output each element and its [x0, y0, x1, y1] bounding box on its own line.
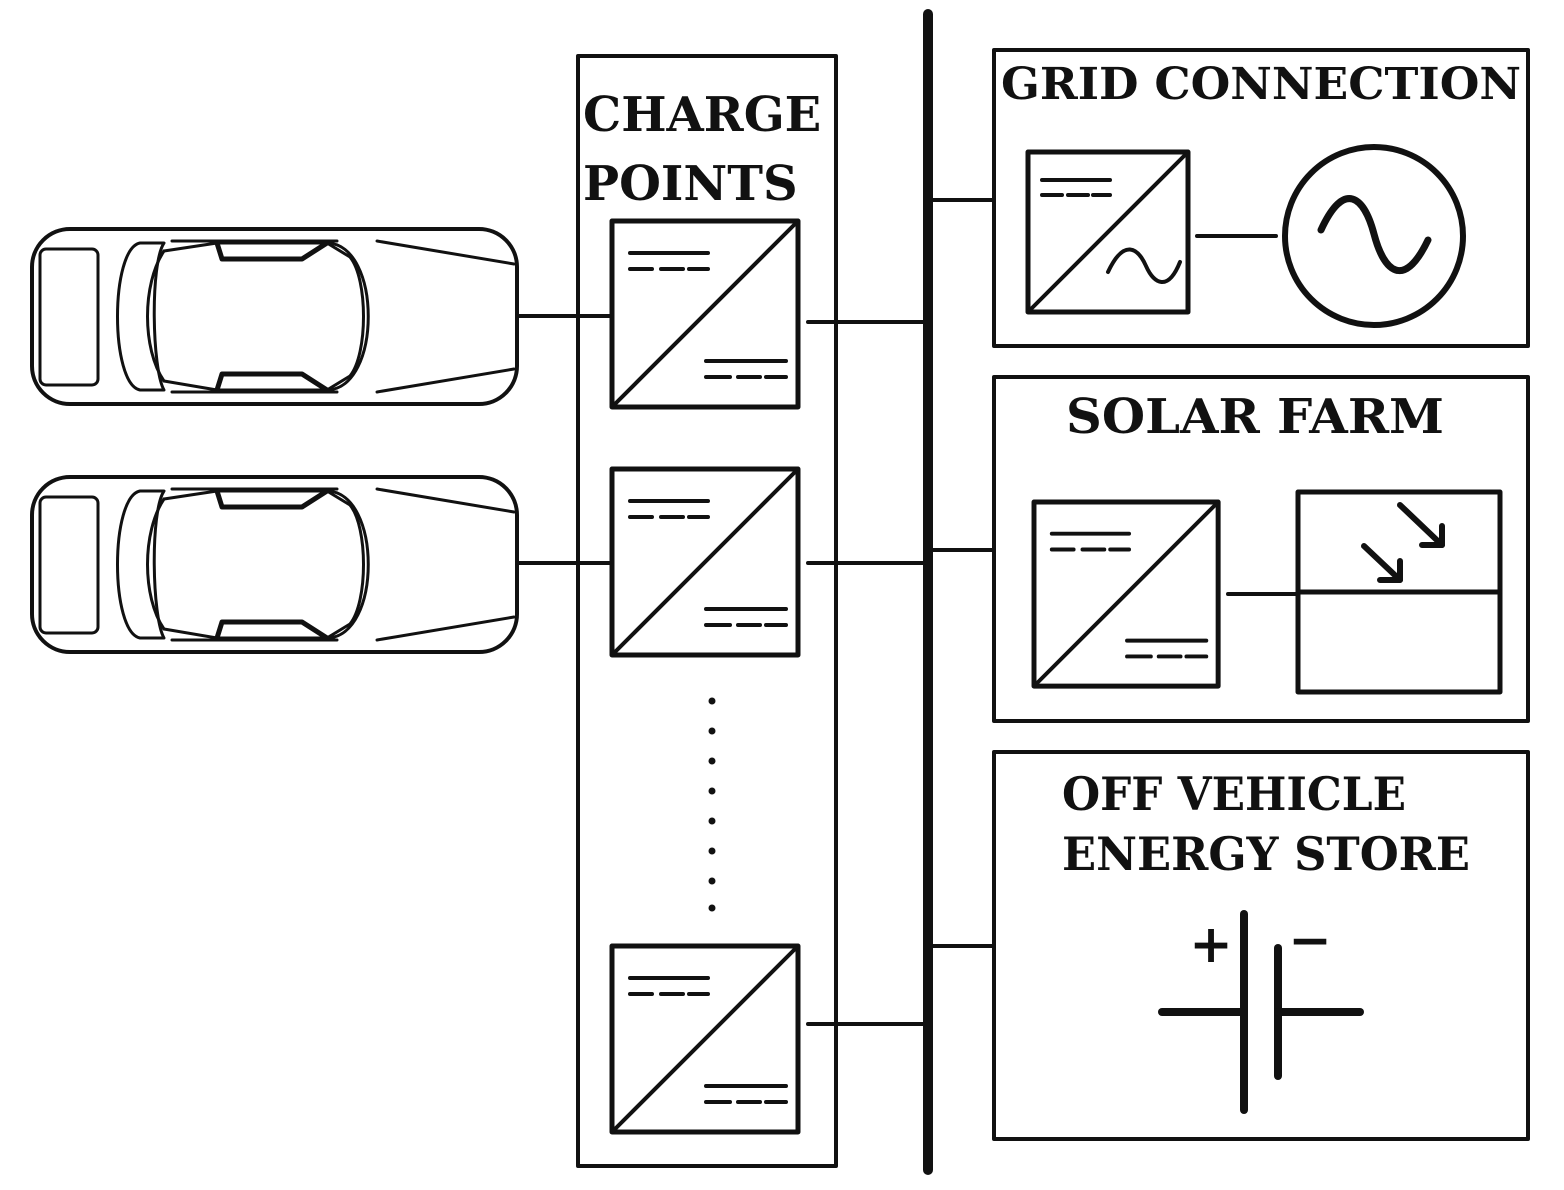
vehicle-1-icon	[32, 229, 517, 404]
charge-points-title-line-2: POINTS	[583, 156, 798, 212]
charge-point-1-converter-icon	[612, 221, 798, 407]
ac-source-icon	[1282, 144, 1466, 328]
charge-points-title-line-1: CHARGE	[583, 87, 821, 143]
dc-ac-converter-icon	[1025, 149, 1191, 315]
energy-store-box	[992, 750, 1530, 1141]
battery-plus-sign: +	[1189, 914, 1233, 975]
vehicle-2-icon	[32, 477, 517, 652]
solar-converter-icon	[1034, 502, 1218, 686]
charge-points-box	[576, 54, 838, 1168]
solar-farm-title: SOLAR FARM	[1066, 389, 1444, 445]
solar-farm-box	[992, 375, 1530, 723]
battery-minus-sign: −	[1288, 910, 1332, 971]
charge-point-2-converter-icon	[612, 469, 798, 655]
pv-panel-icon	[1295, 489, 1503, 695]
energy-store-title-line-1: OFF VEHICLE	[1062, 767, 1406, 821]
energy-store-title-line-2: ENERGY STORE	[1062, 827, 1470, 881]
more-charge-points-ellipsis	[708, 697, 716, 912]
grid-connection-box	[992, 48, 1530, 348]
charge-point-n-converter-icon	[612, 946, 798, 1132]
grid-connection-title: GRID CONNECTION	[1001, 59, 1521, 110]
battery-icon	[1158, 910, 1364, 1114]
